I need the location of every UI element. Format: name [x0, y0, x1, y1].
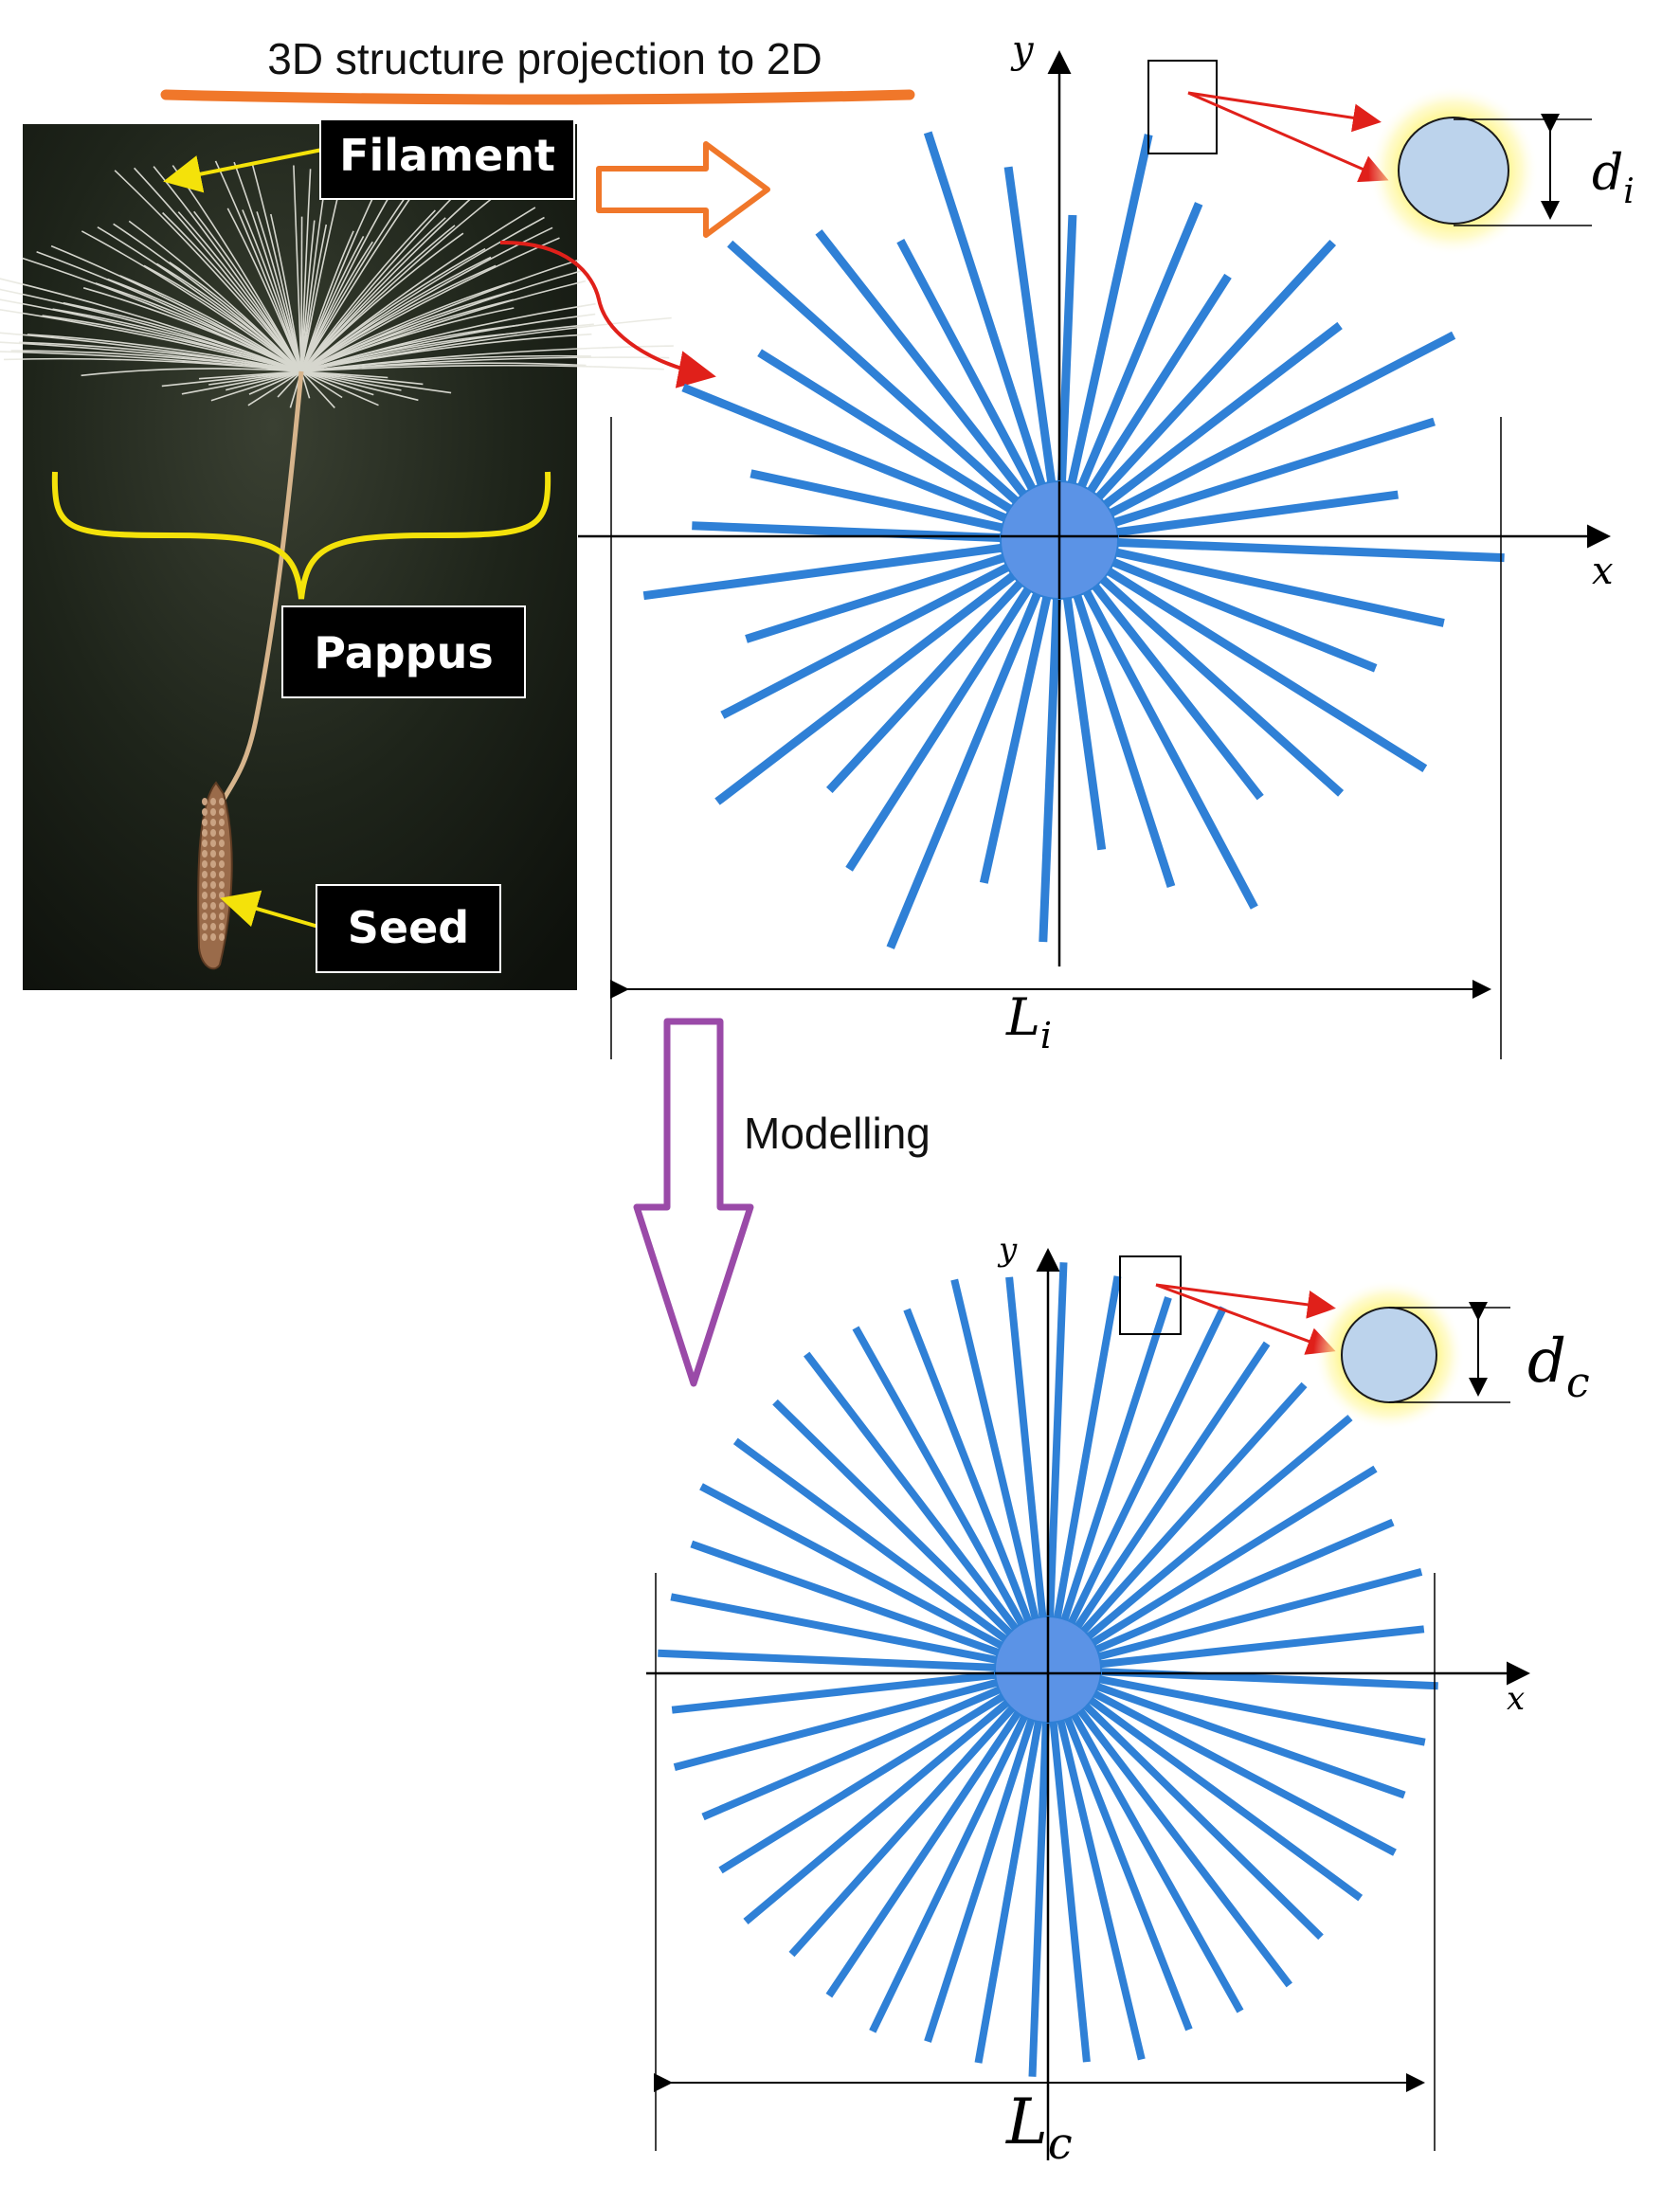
bottom-zoom-pointer-1: [1156, 1285, 1330, 1308]
top-filament: [1097, 542, 1505, 558]
top-filament: [750, 474, 1022, 533]
bottom-selection-box: [1120, 1256, 1181, 1334]
title-underline: [166, 95, 910, 99]
top-filament: [1068, 135, 1149, 503]
seed-bump: [202, 850, 208, 858]
top-filament: [1096, 549, 1444, 623]
bottom-filament: [792, 1694, 1025, 1954]
top-cross-section: [1399, 117, 1508, 224]
top-filament: [1061, 215, 1073, 502]
bottom-filament: [1073, 1693, 1321, 1938]
seed-bump: [219, 871, 225, 878]
seed-bump: [202, 892, 208, 899]
seed-bump: [210, 912, 216, 920]
top-y-label: y: [1010, 28, 1035, 72]
seed-bump: [202, 860, 208, 868]
seed-bump: [219, 902, 225, 910]
seed-bump: [210, 933, 216, 941]
seed-bump: [219, 850, 225, 858]
seed-bump: [210, 829, 216, 837]
top-filament: [730, 244, 1031, 515]
seed-bump: [202, 881, 208, 889]
figure-title: 3D structure projection to 2D: [267, 34, 822, 83]
down-outline-arrow-icon: [637, 1021, 750, 1383]
top-filament: [1085, 243, 1333, 512]
seed-bump: [219, 798, 225, 805]
seed-bump: [219, 912, 225, 920]
seed-bump: [202, 933, 208, 941]
seed-bump: [202, 871, 208, 878]
bottom-x-label: x: [1507, 1680, 1525, 1718]
top-length-label: Li: [1005, 987, 1052, 1056]
seed-bump: [210, 850, 216, 858]
bottom-filament: [1072, 1384, 1305, 1644]
top-diameter-label: di: [1592, 145, 1635, 211]
filament-label: Filament: [339, 130, 555, 181]
photo-background: [23, 124, 577, 990]
seed-bump: [210, 881, 216, 889]
seed-bump: [202, 798, 208, 805]
bottom-y-label: y: [997, 1231, 1018, 1269]
seed-bump: [202, 912, 208, 920]
seed-bump: [210, 840, 216, 847]
dandelion-photo: Filament Pappus Seed: [0, 119, 674, 990]
seed-label: Seed: [348, 902, 469, 953]
top-selection-box: [1148, 61, 1217, 153]
bottom-filament: [775, 1402, 1023, 1647]
seed-bump: [219, 892, 225, 899]
seed-bump: [202, 819, 208, 826]
pappus-label: Pappus: [314, 627, 494, 678]
seed-bump: [219, 923, 225, 930]
top-x-label: x: [1592, 550, 1614, 593]
top-filament: [984, 577, 1051, 883]
seed-bump: [202, 923, 208, 930]
top-filament: [1043, 578, 1058, 942]
seed-bump: [202, 808, 208, 816]
filament-label-box: Filament: [320, 119, 574, 199]
seed-bump: [219, 860, 225, 868]
pappus-label-box: Pappus: [282, 606, 525, 697]
bottom-model-diagram: x y dc Lc: [646, 1231, 1590, 2169]
bottom-length-label: Lc: [1005, 2086, 1073, 2169]
seed-bump: [219, 819, 225, 826]
seed-bump: [210, 819, 216, 826]
seed-bump: [210, 902, 216, 910]
seed-bump: [219, 829, 225, 837]
seed-bump: [219, 840, 225, 847]
seed-bump: [202, 902, 208, 910]
seed-label-box: Seed: [316, 885, 500, 972]
seed-bump: [210, 798, 216, 805]
seed-bump: [219, 881, 225, 889]
top-projection-diagram: x y di Li: [578, 28, 1635, 1059]
bottom-cross-section: [1342, 1308, 1436, 1402]
seed-bump: [219, 933, 225, 941]
bottom-zoom-pointer-2: [1156, 1285, 1330, 1349]
seed-bump: [202, 840, 208, 847]
seed-bump: [210, 860, 216, 868]
modelling-label: Modelling: [744, 1109, 930, 1158]
seed-bump: [210, 892, 216, 899]
bottom-diameter-label: dc: [1527, 1327, 1590, 1407]
seed-bump: [202, 829, 208, 837]
seed-bump: [210, 871, 216, 878]
seed-bump: [219, 808, 225, 816]
seed-bump: [210, 923, 216, 930]
right-outline-arrow-icon: [599, 144, 768, 235]
seed-bump: [210, 808, 216, 816]
